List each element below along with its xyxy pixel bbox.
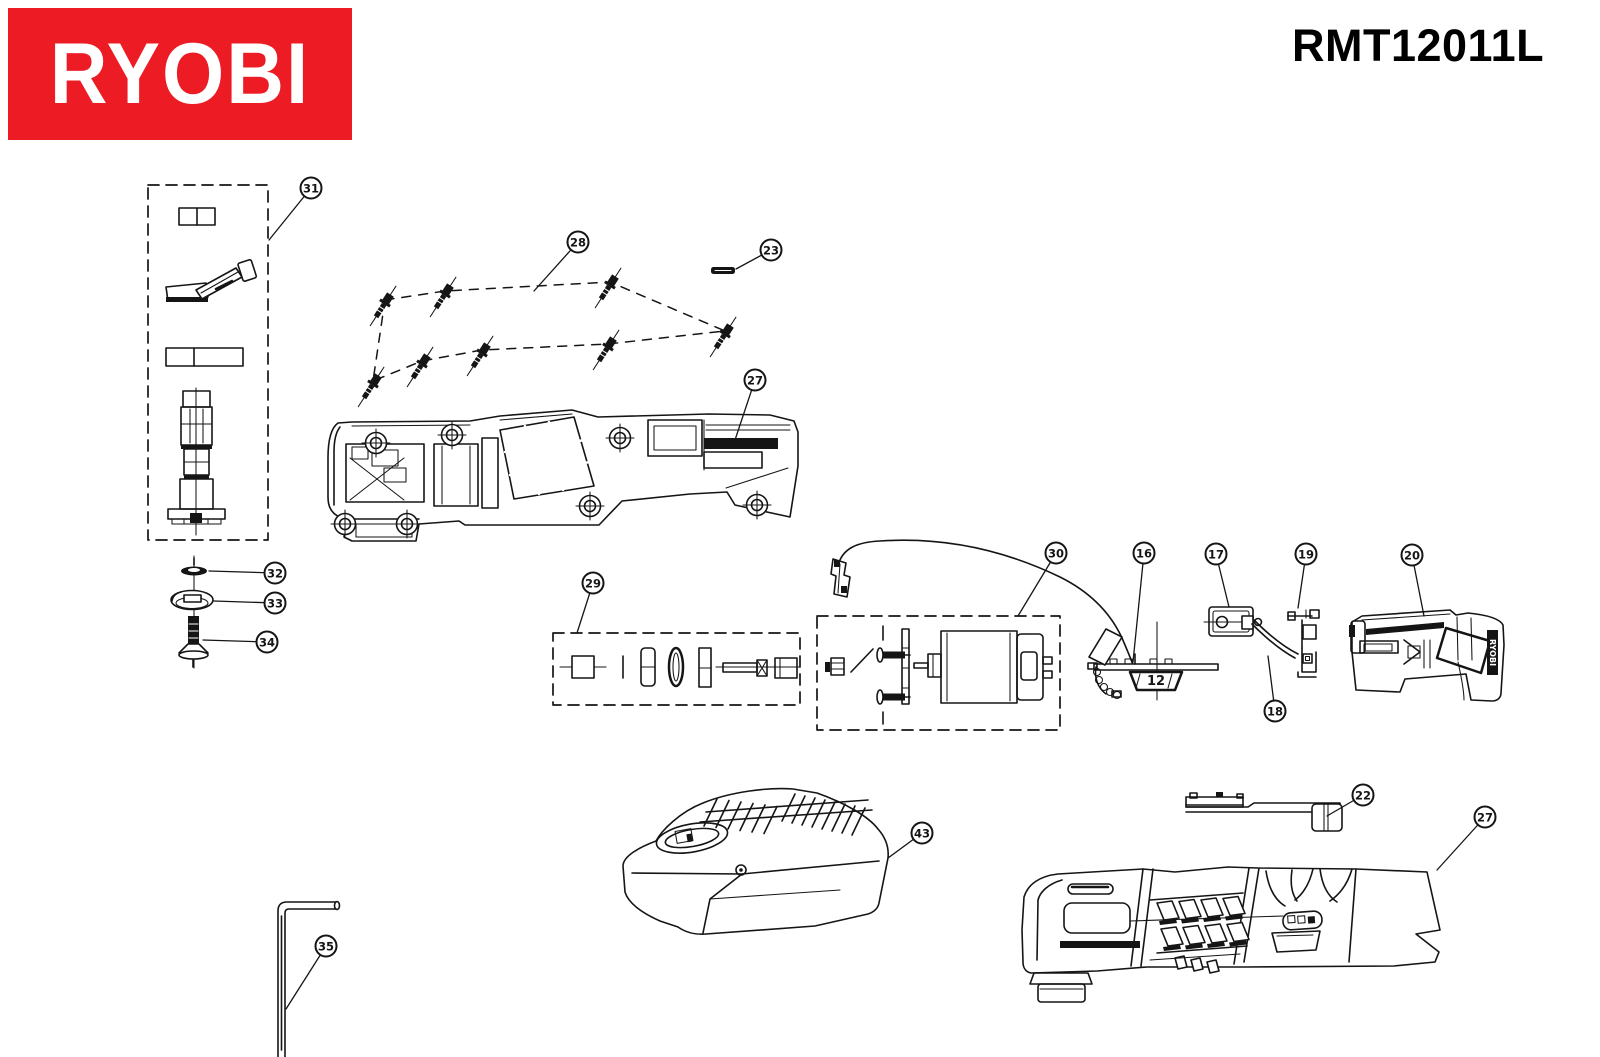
svg-text:23: 23: [763, 244, 779, 258]
svg-text:16: 16: [1136, 547, 1152, 561]
svg-text:29: 29: [585, 577, 601, 591]
callout-17: 17: [1204, 542, 1230, 608]
svg-text:28: 28: [570, 236, 586, 250]
charger: [622, 787, 889, 935]
callout-43: 43: [887, 821, 934, 859]
housing-grille: [1156, 895, 1250, 951]
svg-text:27: 27: [1477, 811, 1493, 825]
svg-text:35: 35: [318, 940, 334, 954]
svg-text:27: 27: [747, 374, 763, 388]
housing-upper-half: [327, 409, 799, 542]
switch-wire-part: [830, 539, 1134, 666]
callout-32: 32: [208, 561, 287, 585]
svg-text:32: 32: [267, 567, 283, 581]
callout-22: 22: [1326, 783, 1375, 817]
svg-text:20: 20: [1404, 549, 1420, 563]
svg-text:18: 18: [1267, 705, 1283, 719]
callout-18: 18: [1263, 655, 1287, 723]
housing-button-pad: [1282, 910, 1323, 931]
accessory-kit-box: [147, 184, 269, 541]
wire-part: [1251, 619, 1299, 659]
washer-part: [181, 557, 207, 576]
spindle-assembly: [167, 387, 226, 536]
lever-part: [1185, 792, 1343, 832]
callout-27: 27: [1436, 805, 1497, 871]
charger-vent-slats: [703, 793, 866, 836]
battery-brand-label: RYOBI: [1488, 639, 1497, 666]
callout-33: 33: [213, 591, 287, 615]
callout-19: 19: [1294, 542, 1318, 609]
svg-text:30: 30: [1048, 547, 1064, 561]
switch-part: [1203, 606, 1263, 637]
housing-vent-cuts: [1265, 868, 1353, 907]
callout-16: 16: [1132, 541, 1156, 663]
adapter-part: [178, 207, 216, 226]
callout-35: 35: [285, 934, 338, 1010]
clamp-washer-part: [170, 589, 214, 611]
motor-assembly: [816, 615, 1061, 731]
clamp-screw-part: [178, 616, 209, 668]
housing-lower-half: [1021, 866, 1441, 1003]
screw-set: [352, 264, 742, 411]
bracket-part: [1287, 609, 1320, 678]
seal-kit-box: [552, 632, 801, 706]
svg-text:33: 33: [267, 597, 283, 611]
output-pcb-assembly: 12: [1087, 621, 1219, 701]
pcb-voltage-label: 12: [1147, 674, 1165, 689]
callout-23: 23: [735, 238, 783, 270]
battery-pack: RYOBI: [1349, 609, 1505, 702]
clamp-hardware: [170, 555, 214, 669]
callout-layer: 31 28 23 27 29 30 16 17 19 20 32 33 34 18 22 43 27 35: [202, 176, 1497, 1010]
svg-text:34: 34: [259, 636, 275, 650]
callout-28: 28: [533, 230, 590, 292]
callout-34: 34: [202, 630, 279, 654]
callout-29: 29: [576, 571, 605, 634]
pin-part: [711, 267, 735, 274]
brand-text: RYOBI: [49, 25, 311, 122]
svg-text:17: 17: [1208, 548, 1224, 562]
lever-arm-part: [165, 258, 258, 302]
callout-30: 30: [1017, 541, 1068, 617]
hex-key: [277, 900, 341, 1057]
callout-20: 20: [1400, 543, 1425, 617]
svg-text:22: 22: [1355, 789, 1371, 803]
svg-text:43: 43: [914, 827, 930, 841]
callout-31: 31: [268, 176, 323, 241]
model-number: RMT12011L: [1292, 20, 1545, 71]
svg-text:31: 31: [303, 182, 319, 196]
callout-27: 27: [732, 368, 767, 447]
svg-text:19: 19: [1298, 548, 1314, 562]
ryobi-logo: RYOBI: [8, 8, 352, 140]
spacer-part: [165, 347, 244, 367]
